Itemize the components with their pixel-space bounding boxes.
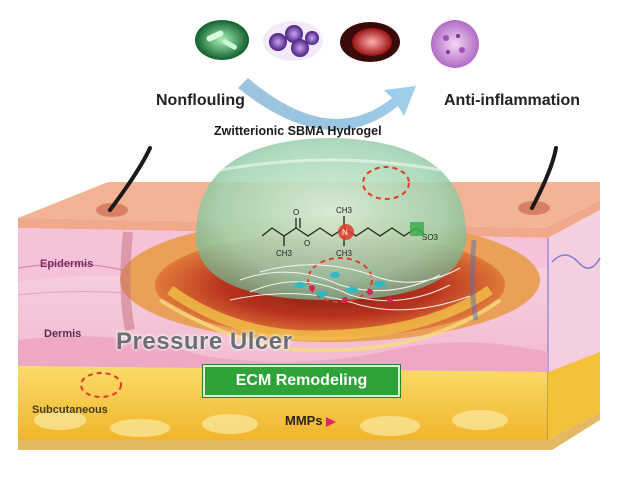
ecm-remodeling-label: ECM Remodeling (235, 372, 368, 389)
zoom-circle-wound (307, 257, 373, 303)
ecm-remodeling-badge: ECM Remodeling (203, 365, 400, 397)
molecule-labels: O O CH3 CH3 CH3 SO3 (276, 206, 439, 258)
anti-inflammation-label: Anti-inflammation (444, 92, 580, 109)
svg-text:CH3: CH3 (276, 249, 293, 258)
zoom-circle-subcutaneous (80, 372, 122, 398)
cells-cluster (294, 272, 386, 297)
pathogen-cluster-icon (431, 20, 479, 68)
zoom-circle-hydrogel (362, 166, 410, 200)
red-cell-icon (340, 22, 400, 62)
ecm-fibres (229, 264, 471, 311)
mmps-label: MMPs (285, 413, 323, 428)
curved-arrow-icon (238, 78, 416, 131)
bacteria-icon (195, 20, 249, 60)
hair-left (96, 146, 152, 331)
svg-text:O: O (304, 239, 310, 248)
svg-text:O: O (293, 208, 299, 217)
nitrogen-atom-label: N (342, 228, 348, 237)
hydrogel-label: Zwitterionic SBMA Hydrogel (214, 124, 382, 138)
svg-text:SO3: SO3 (422, 233, 439, 242)
epidermis-label: Epidermis (40, 258, 94, 270)
subcutaneous-label: Subcutaneous (32, 404, 108, 416)
svg-text:CH3: CH3 (336, 206, 353, 215)
nonfouling-label: Nonflouling (156, 92, 245, 109)
virus-icon (263, 21, 323, 61)
pressure-ulcer-label: Pressure Ulcer (116, 328, 293, 355)
hair-right (469, 146, 558, 321)
hydrogel-dome (195, 138, 467, 300)
svg-text:CH3: CH3 (336, 249, 353, 258)
mmp-marker-icon (326, 417, 336, 427)
quaternary-nitrogen (338, 224, 354, 240)
dermis-label: Dermis (44, 328, 82, 340)
